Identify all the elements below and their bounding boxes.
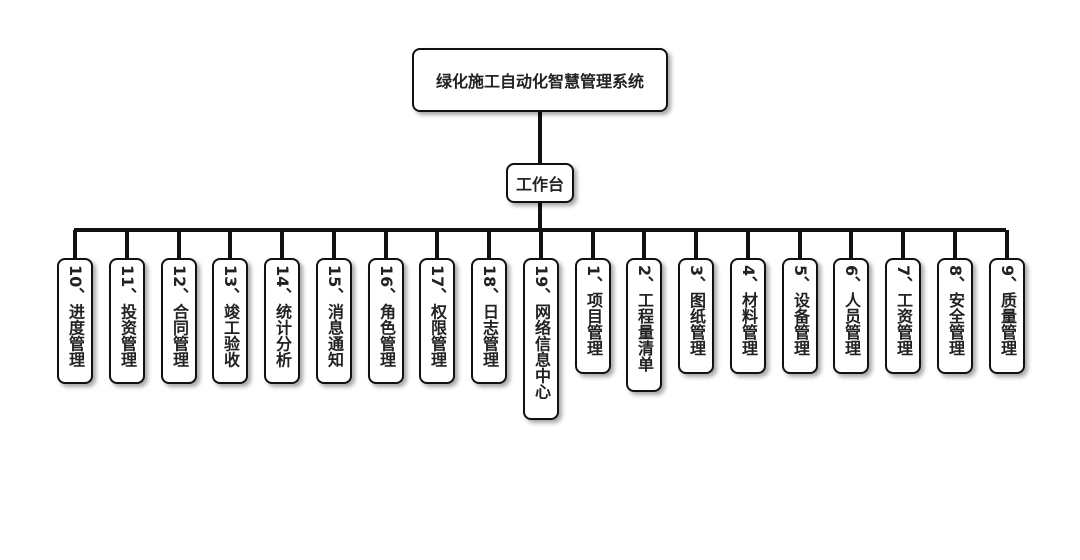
module-node-label: 7、工资管理 [894,265,913,357]
connector-module-15 [798,230,802,258]
connector-module-16 [849,230,853,258]
connector-module-4 [228,230,232,258]
connector-root-to-workbench [538,112,542,163]
module-node: 2、工程量清单 [626,258,662,392]
module-node: 7、工资管理 [885,258,921,374]
connector-module-18 [953,230,957,258]
connector-module-6 [332,230,336,258]
module-node-label: 8、安全管理 [946,265,965,357]
module-node: 10、进度管理 [57,258,93,384]
module-node: 9、质量管理 [989,258,1025,374]
module-node: 4、材料管理 [730,258,766,374]
module-node: 8、安全管理 [937,258,973,374]
module-node-label: 2、工程量清单 [635,265,654,373]
module-node: 11、投资管理 [109,258,145,384]
root-node-label: 绿化施工自动化智慧管理系统 [435,72,644,91]
module-node-label: 12、合同管理 [170,265,189,368]
connector-module-12 [642,230,646,258]
module-node-label: 3、图纸管理 [687,265,706,357]
module-node-label: 18、日志管理 [480,265,499,368]
connector-workbench-to-bus [538,203,542,230]
module-node: 3、图纸管理 [678,258,714,374]
module-node: 6、人员管理 [833,258,869,374]
module-node: 18、日志管理 [471,258,507,384]
module-node: 14、统计分析 [264,258,300,384]
module-node-label: 10、进度管理 [66,265,85,368]
module-node-label: 14、统计分析 [273,265,292,368]
root-node: 绿化施工自动化智慧管理系统 [412,48,668,112]
connector-module-1 [73,230,77,258]
connector-module-17 [901,230,905,258]
workbench-node-label: 工作台 [515,175,564,194]
connector-module-13 [694,230,698,258]
workbench-node: 工作台 [506,163,574,203]
connector-module-10 [539,230,543,258]
module-node: 12、合同管理 [161,258,197,384]
module-node-label: 6、人员管理 [842,265,861,357]
module-node: 13、竣工验收 [212,258,248,384]
module-node-label: 4、材料管理 [739,265,758,357]
connector-module-5 [280,230,284,258]
connector-module-11 [591,230,595,258]
connector-module-14 [746,230,750,258]
module-node: 5、设备管理 [782,258,818,374]
connector-module-9 [487,230,491,258]
module-node-label: 13、竣工验收 [221,265,240,368]
module-node-label: 16、角色管理 [377,265,396,368]
module-node-label: 9、质量管理 [998,265,1017,357]
connector-module-3 [177,230,181,258]
module-node-label: 19、网络信息中心 [532,265,551,400]
module-node-label: 17、权限管理 [428,265,447,368]
module-node: 17、权限管理 [419,258,455,384]
module-node-label: 5、设备管理 [791,265,810,357]
module-node: 16、角色管理 [368,258,404,384]
module-node: 19、网络信息中心 [523,258,559,420]
module-node: 1、项目管理 [575,258,611,374]
connector-module-2 [125,230,129,258]
connector-module-7 [384,230,388,258]
connector-module-8 [435,230,439,258]
connector-module-19 [1005,230,1009,258]
module-node-label: 15、消息通知 [325,265,344,368]
module-node-label: 11、投资管理 [118,265,137,368]
module-node: 15、消息通知 [316,258,352,384]
module-node-label: 1、项目管理 [584,265,603,357]
